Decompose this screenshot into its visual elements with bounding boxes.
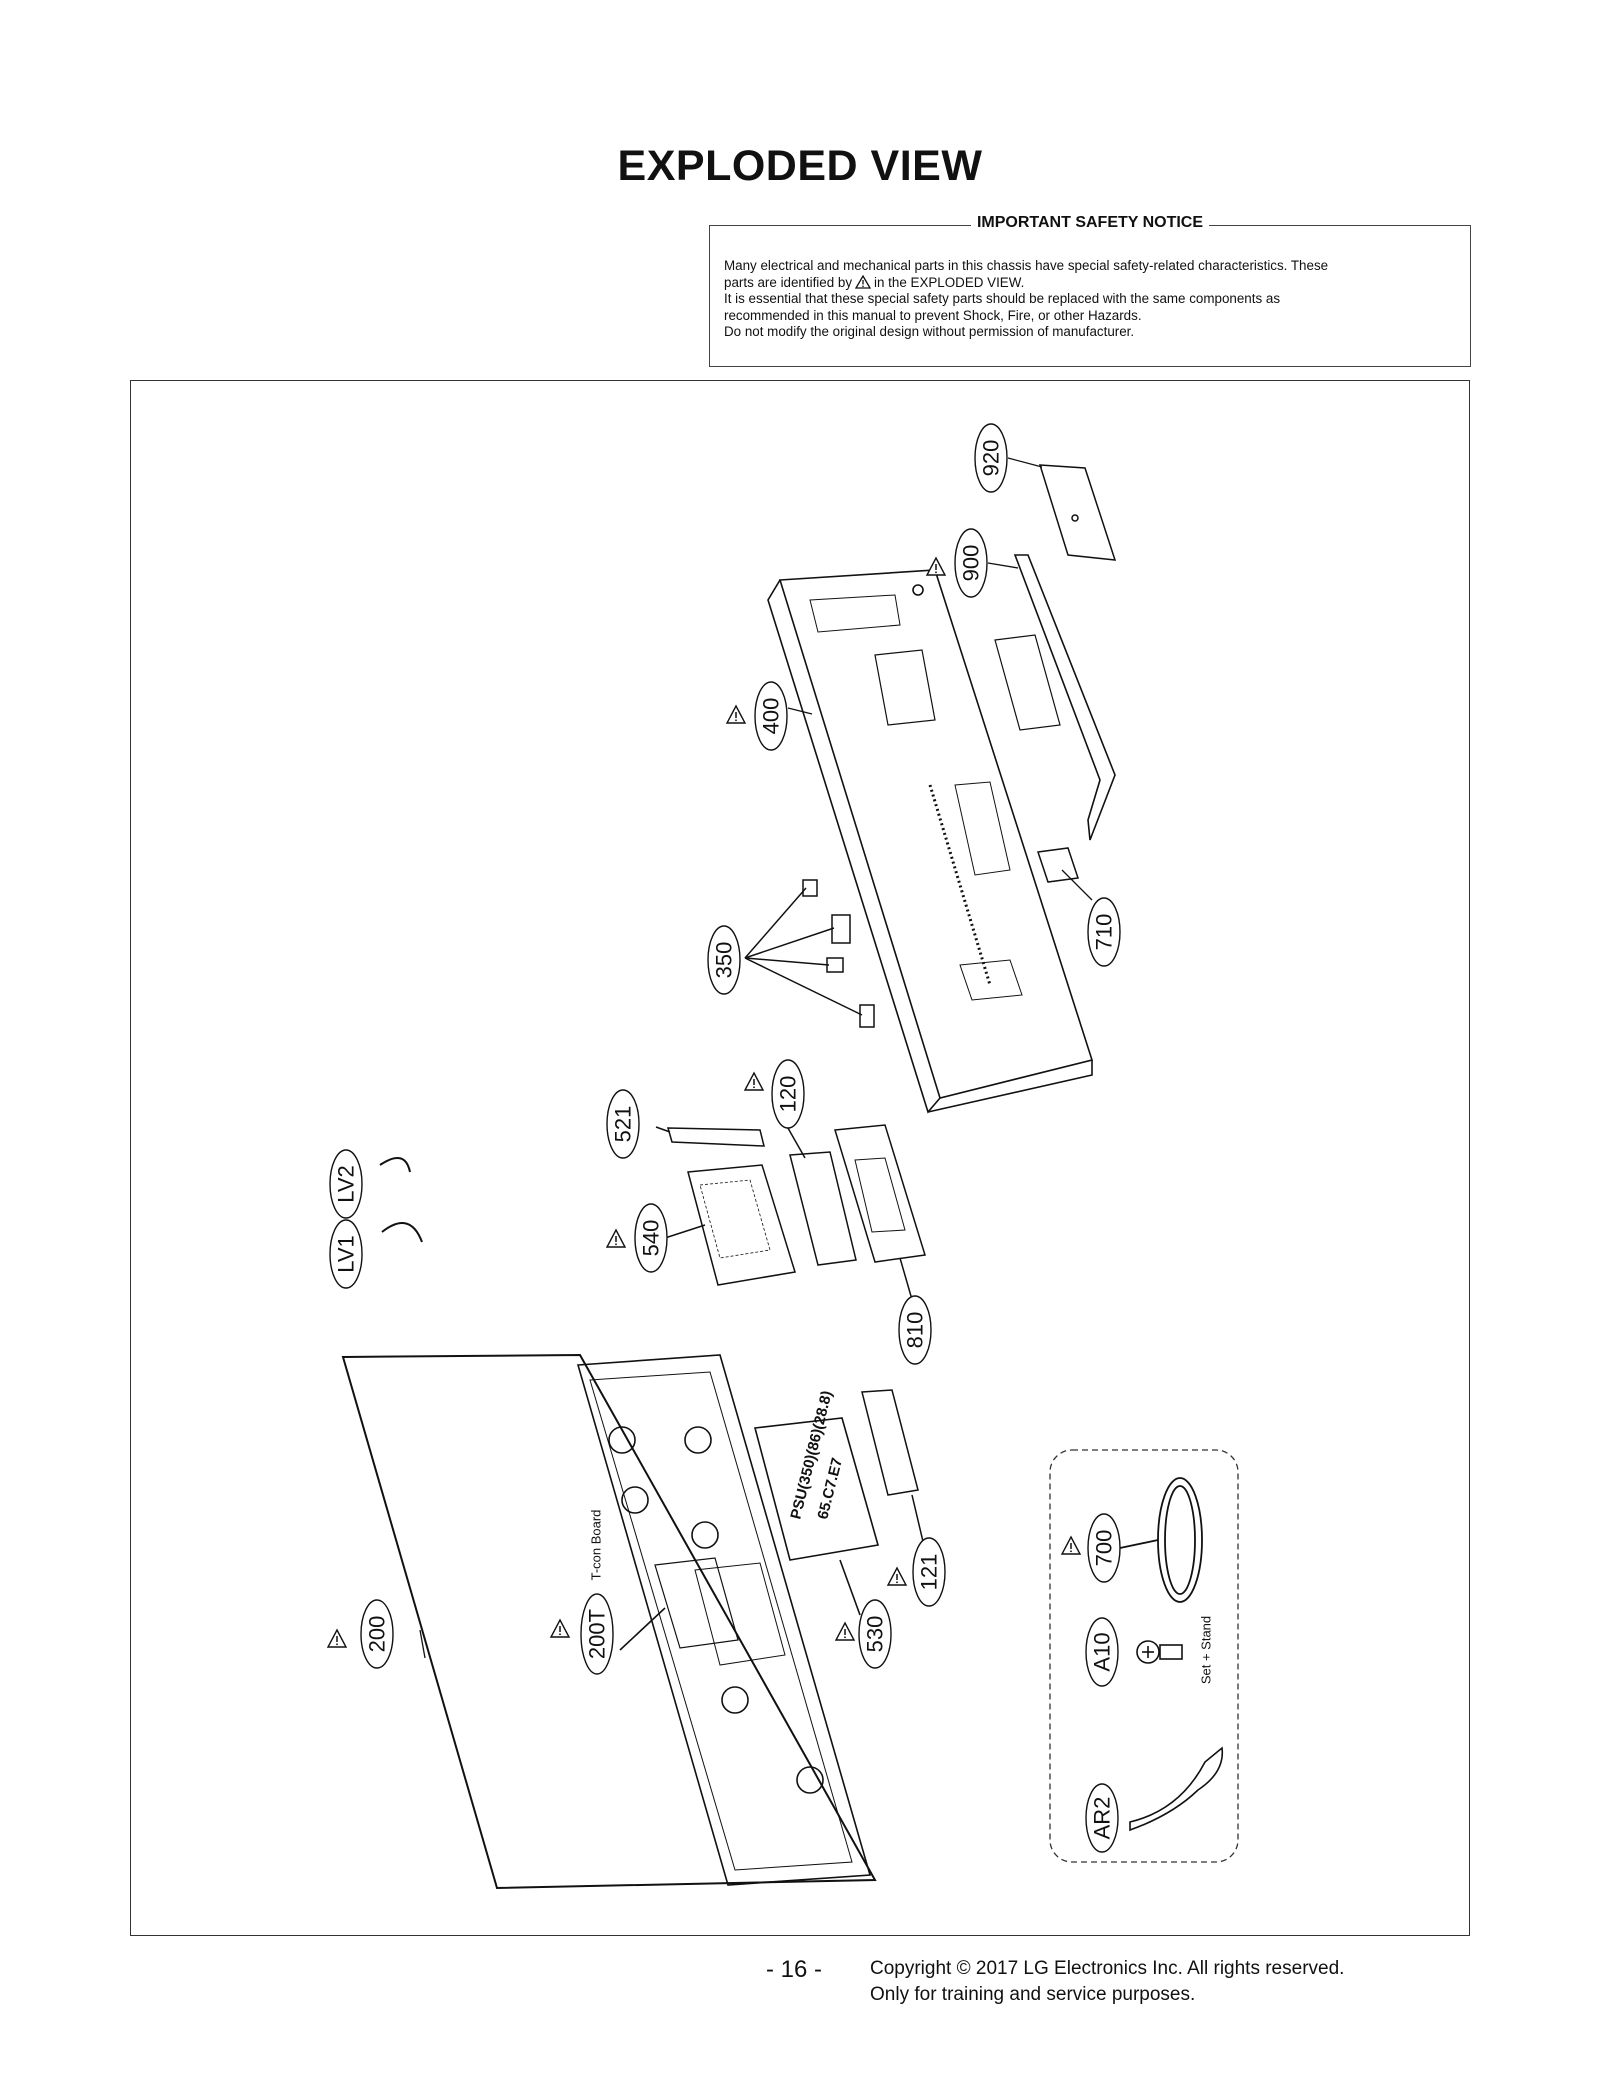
notice-line: recommended in this manual to prevent Sh… bbox=[724, 307, 1142, 323]
cable-clip-part bbox=[1129, 1746, 1224, 1832]
callout-label-540: 540 bbox=[639, 1220, 664, 1257]
warning-triangle-icon bbox=[606, 1229, 626, 1248]
display-panel-part bbox=[341, 1353, 877, 1890]
accessories-box bbox=[1049, 1449, 1239, 1863]
callout-oval bbox=[898, 1295, 932, 1365]
tcon-board-label: T-con Board bbox=[589, 1510, 604, 1581]
callout-label-521: 521 bbox=[611, 1106, 636, 1143]
callout-oval bbox=[954, 528, 988, 598]
callout-label-200t: 200T bbox=[585, 1609, 610, 1659]
callout-oval bbox=[858, 1599, 892, 1669]
safety-notice-body: Many electrical and mechanical parts in … bbox=[724, 258, 1456, 341]
purpose-text: Only for training and service purposes. bbox=[870, 1984, 1196, 2005]
callout-oval bbox=[1087, 897, 1121, 967]
warning-triangle-icon bbox=[887, 1567, 907, 1586]
notice-line: Many electrical and mechanical parts in … bbox=[724, 258, 1329, 273]
callout-oval bbox=[754, 681, 788, 751]
set-stand-label: Set + Stand bbox=[1199, 1616, 1214, 1684]
callout-oval bbox=[1085, 1617, 1119, 1687]
footer-copyright: Copyright © 2017 LG Electronics Inc. All… bbox=[870, 1956, 1344, 2008]
callout-label-121: 121 bbox=[917, 1554, 942, 1591]
callout-oval bbox=[360, 1599, 394, 1669]
chassis-bracket-part bbox=[834, 1124, 926, 1311]
stand-cover-part bbox=[994, 554, 1116, 841]
exploded-view-frame bbox=[130, 380, 1470, 1936]
callout-label-710: 710 bbox=[1092, 914, 1117, 951]
copyright-text: Copyright © 2017 LG Electronics Inc. All… bbox=[870, 1958, 1345, 1979]
callout-oval bbox=[634, 1203, 668, 1273]
leader-lines bbox=[419, 457, 1093, 1659]
plate-part bbox=[1037, 847, 1079, 883]
rear-bracket-part bbox=[1038, 464, 1117, 561]
callout-oval bbox=[1087, 1513, 1121, 1583]
notice-line: in the EXPLODED VIEW. bbox=[874, 274, 1025, 290]
callout-oval bbox=[580, 1593, 614, 1675]
callout-oval bbox=[329, 1219, 363, 1289]
callout-label-lv2: LV2 bbox=[334, 1165, 359, 1203]
small-brackets-part bbox=[744, 879, 875, 1028]
main-board-part bbox=[664, 1164, 796, 1286]
callout-oval bbox=[1085, 1783, 1119, 1853]
psu-label-line2: 65.C7.E7 bbox=[814, 1456, 846, 1521]
page-number: - 16 - bbox=[766, 1956, 823, 1983]
cable-lv-part bbox=[379, 1157, 423, 1243]
warning-triangle-icon bbox=[835, 1622, 855, 1641]
warning-triangle-icon bbox=[926, 557, 946, 576]
notice-line: parts are identified by bbox=[724, 274, 853, 290]
safety-notice-box: IMPORTANT SAFETY NOTICE Many electrical … bbox=[709, 214, 1471, 367]
callout-label-920: 920 bbox=[979, 440, 1004, 477]
back-cover-part bbox=[767, 569, 1094, 1114]
bar-part bbox=[655, 1126, 765, 1147]
safety-notice-heading: IMPORTANT SAFETY NOTICE bbox=[970, 214, 1210, 231]
callout-label-700: 700 bbox=[1092, 1530, 1117, 1567]
callout-oval bbox=[707, 925, 741, 995]
warning-triangle-icon bbox=[550, 1619, 570, 1638]
callout-oval bbox=[771, 1059, 805, 1129]
callout-label-a10: A10 bbox=[1090, 1632, 1115, 1671]
bracket-121-part bbox=[861, 1389, 926, 1551]
callout-label-350: 350 bbox=[712, 942, 737, 979]
notice-line: Do not modify the original design withou… bbox=[724, 324, 1135, 339]
panel-frame-part bbox=[576, 1354, 872, 1886]
callout-label-400: 400 bbox=[759, 698, 784, 735]
power-supply-board-part bbox=[753, 1417, 880, 1616]
warning-triangle-icon bbox=[855, 274, 872, 289]
power-cord-part bbox=[1119, 1477, 1203, 1603]
notice-line: It is essential that these special safet… bbox=[724, 291, 1281, 306]
warning-triangle-icon bbox=[327, 1629, 347, 1648]
callout-label-200: 200 bbox=[365, 1616, 390, 1653]
callout-oval bbox=[912, 1537, 946, 1607]
warning-triangle-icon bbox=[744, 1072, 764, 1091]
callout-label-ar2: AR2 bbox=[1090, 1797, 1115, 1840]
callout-label-lv1: LV1 bbox=[334, 1235, 359, 1273]
callout-oval bbox=[974, 423, 1008, 493]
screw-part bbox=[1136, 1640, 1183, 1664]
callout-oval bbox=[329, 1149, 363, 1219]
callout-label-900: 900 bbox=[959, 545, 984, 582]
warning-triangle-icon bbox=[726, 705, 746, 724]
callout-label-810: 810 bbox=[903, 1312, 928, 1349]
callout-label-120: 120 bbox=[776, 1076, 801, 1113]
callout-label-530: 530 bbox=[863, 1616, 888, 1653]
callout-oval bbox=[606, 1089, 640, 1159]
page-title: EXPLODED VIEW bbox=[617, 142, 983, 190]
warning-triangle-icon bbox=[1061, 1536, 1081, 1555]
